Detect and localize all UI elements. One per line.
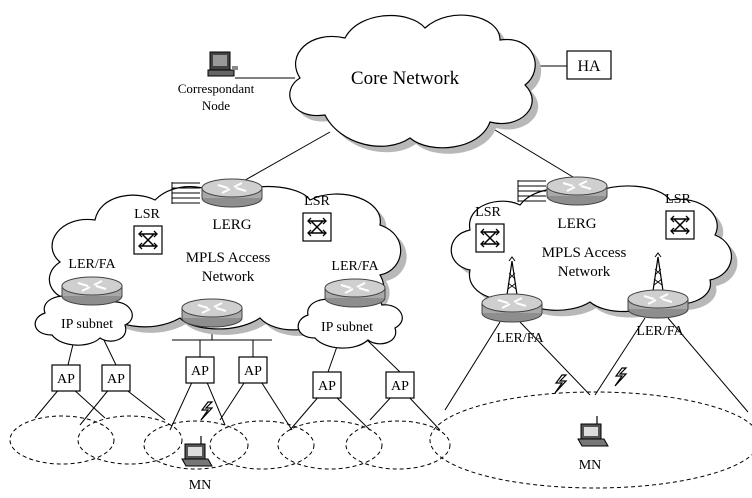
right-subnet-label: IP subnet <box>321 320 373 335</box>
left-cloud-label-line1: MPLS Access <box>186 250 271 266</box>
lsr-switch-icon <box>665 210 695 240</box>
desktop-computer-icon <box>207 51 238 77</box>
left-central-router <box>181 298 243 328</box>
left-subnet-label: IP subnet <box>61 317 113 332</box>
right-lsr-right: LSR <box>665 192 695 240</box>
right-cloud-label-line1: MPLS Access <box>542 245 627 261</box>
left-lsr-right-label: LSR <box>304 194 330 209</box>
router-icon <box>324 278 386 308</box>
access-points: AP AP AP AP AP AP <box>51 356 415 399</box>
core-network-label: Core Network <box>351 68 460 89</box>
ap-2-label: AP <box>107 372 125 387</box>
ap-4-label: AP <box>244 364 262 379</box>
ap-6: AP <box>385 371 415 399</box>
right-cloud-label-line2: Network <box>558 264 611 280</box>
left-lsr-left: LSR <box>133 207 163 255</box>
router-icon <box>481 293 543 323</box>
laptop-icon <box>577 415 609 447</box>
right-lerg-router: LERG <box>517 176 608 232</box>
left-ler-left: LER/FA <box>61 257 123 306</box>
router-icon <box>61 276 123 306</box>
lightning-icon <box>614 367 627 387</box>
ap-1: AP <box>51 364 81 392</box>
ap-3-label: AP <box>191 364 209 379</box>
lerg-ports-icon <box>171 182 200 204</box>
left-lerg-router: LERG <box>171 178 263 233</box>
lerg-ports-icon <box>517 180 546 202</box>
ap-2: AP <box>101 364 131 392</box>
left-cloud-label-line2: Network <box>202 269 255 285</box>
ap-1-label: AP <box>57 372 75 387</box>
connection-lines <box>34 65 749 431</box>
right-ip-subnet-cloud: IP subnet <box>297 293 403 349</box>
lightning-icon <box>200 401 213 421</box>
right-mn-label: MN <box>579 458 602 473</box>
left-mn-label: MN <box>189 478 212 493</box>
ap-5: AP <box>312 371 342 399</box>
right-ler-left-label: LER/FA <box>496 331 544 346</box>
left-lsr-right: LSR <box>302 194 332 242</box>
right-lsr-left-label: LSR <box>475 205 501 220</box>
left-ler-right-label: LER/FA <box>331 259 379 274</box>
left-ler-right: LER/FA <box>324 259 386 308</box>
core-network-cloud: Core Network <box>289 14 542 154</box>
left-mobile-node: MN <box>181 401 213 493</box>
correspondent-label-line2: Node <box>202 98 230 113</box>
right-ler-left: LER/FA <box>481 256 544 346</box>
ap-5-label: AP <box>318 379 336 394</box>
right-lerg-label: LERG <box>557 216 596 232</box>
right-ler-right: LER/FA <box>627 252 689 339</box>
right-ler-right-label: LER/FA <box>636 324 684 339</box>
ha-label: HA <box>577 58 601 75</box>
ha-node: HA <box>566 50 612 80</box>
ap-3: AP <box>185 356 215 384</box>
router-icon <box>627 289 689 319</box>
left-ler-left-label: LER/FA <box>68 257 116 272</box>
ap-6-label: AP <box>391 379 409 394</box>
left-lsr-left-label: LSR <box>134 207 160 222</box>
ap-4: AP <box>238 356 268 384</box>
lightning-icon <box>554 374 567 394</box>
right-mobile-node: MN <box>554 367 627 473</box>
right-lsr-left: LSR <box>475 205 505 253</box>
right-lsr-right-label: LSR <box>665 192 691 207</box>
router-icon <box>546 176 608 206</box>
lsr-switch-icon <box>302 212 332 242</box>
left-lerg-label: LERG <box>212 217 251 233</box>
coverage-areas <box>9 391 752 489</box>
lsr-switch-icon <box>133 225 163 255</box>
router-icon <box>201 178 263 208</box>
correspondent-label-line1: Correspondant <box>178 81 255 96</box>
laptop-icon <box>181 435 213 467</box>
router-icon <box>181 298 243 328</box>
correspondent-node: Correspondant Node <box>178 51 255 113</box>
lsr-switch-icon <box>475 223 505 253</box>
